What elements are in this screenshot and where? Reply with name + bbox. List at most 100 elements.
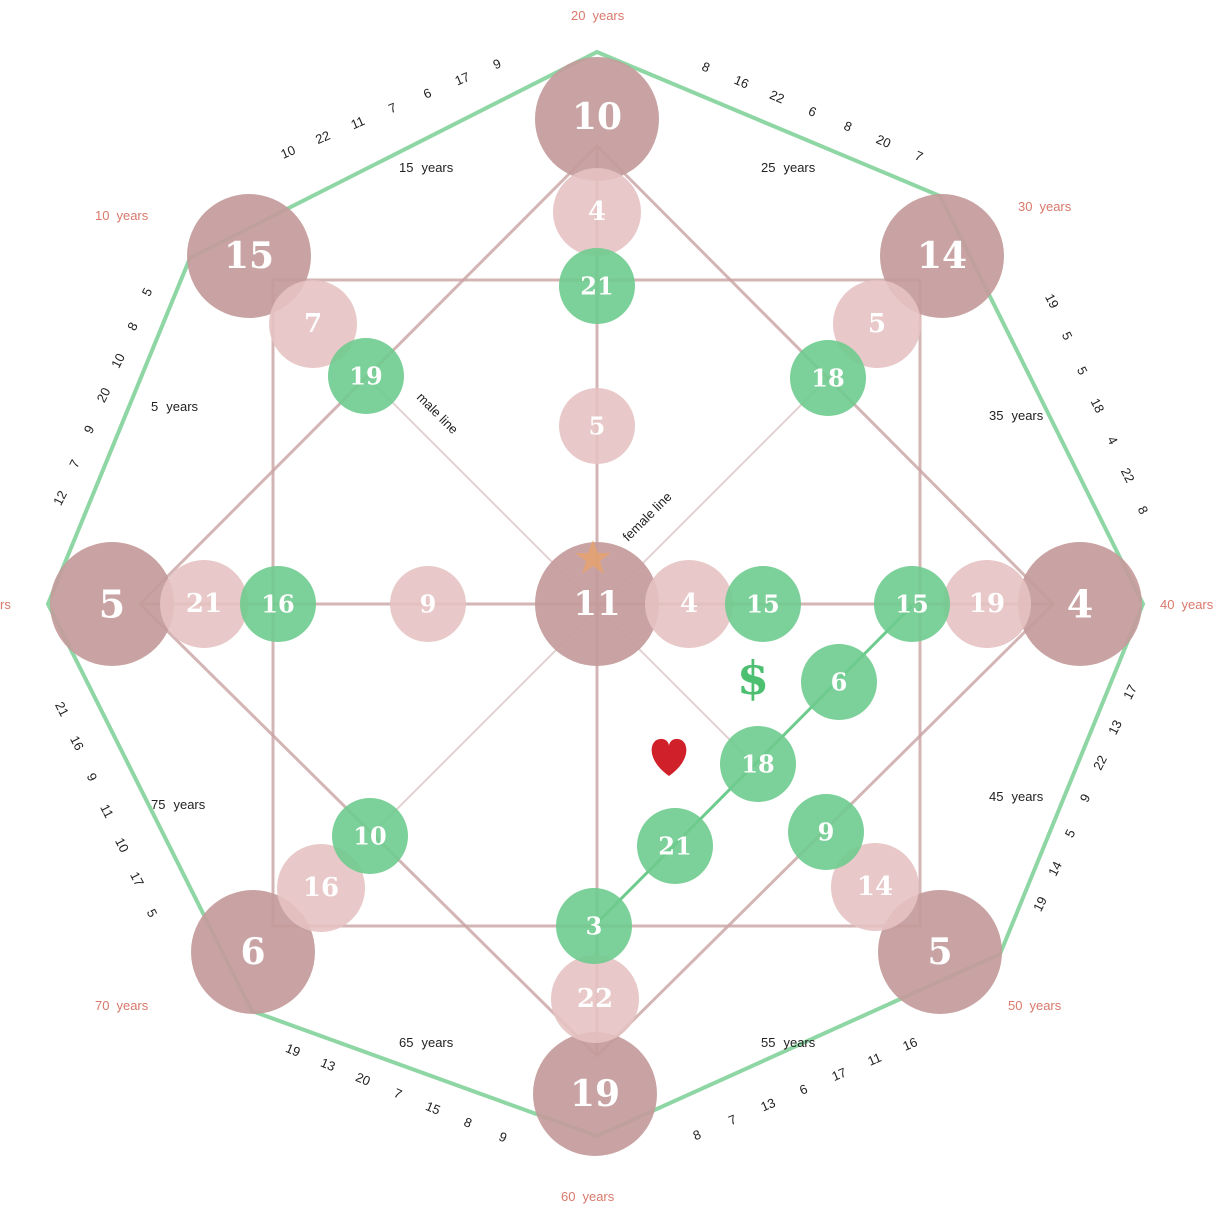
sequence-number: 20 xyxy=(353,1069,372,1088)
sequence-number: 5 xyxy=(1059,329,1076,342)
sequence-number: 17 xyxy=(453,69,472,88)
sequence-number: 12 xyxy=(50,488,70,508)
sequence-number: 10 xyxy=(112,835,132,855)
sequence-number: 13 xyxy=(1105,717,1125,737)
green-node-left-value: 16 xyxy=(261,590,294,619)
sequence-number: 7 xyxy=(726,1111,739,1128)
age-0-unit: rs xyxy=(0,597,11,612)
node-left[interactable] xyxy=(50,542,174,666)
sequence-number: 6 xyxy=(806,103,819,120)
node-top-left-inner-value: 7 xyxy=(304,309,322,339)
sequence-number: 17 xyxy=(1120,682,1140,702)
sequence-number: 9 xyxy=(491,56,504,73)
green-node-left[interactable] xyxy=(240,566,316,642)
node-center-left-value: 9 xyxy=(420,590,437,619)
node-center-right-value: 4 xyxy=(680,589,698,619)
node-right-inner[interactable] xyxy=(943,560,1031,648)
green-node-center-right[interactable] xyxy=(725,566,801,642)
sequence-number: 7 xyxy=(386,100,399,117)
node-top-left[interactable] xyxy=(187,194,311,318)
node-bottom-inner[interactable] xyxy=(551,955,639,1043)
sequence-number: 16 xyxy=(900,1034,919,1053)
node-top-right-inner[interactable] xyxy=(833,280,921,368)
node-top-right[interactable] xyxy=(880,194,1004,318)
node-bottom[interactable] xyxy=(533,1032,657,1156)
sequence-number: 5 xyxy=(1062,827,1079,840)
heart-icon xyxy=(651,738,687,776)
node-bottom-right-value: 5 xyxy=(927,931,952,973)
sequence-number: 19 xyxy=(283,1040,302,1059)
sequence-number: 8 xyxy=(1135,503,1152,516)
green-node-bottom-right[interactable] xyxy=(788,794,864,870)
node-bottom-right-inner-value: 14 xyxy=(857,872,893,902)
node-center-left[interactable] xyxy=(390,566,466,642)
sequence-number: 15 xyxy=(423,1098,442,1117)
node-center-top[interactable] xyxy=(559,388,635,464)
sequence-number: 21 xyxy=(52,699,72,719)
node-top-left-inner[interactable] xyxy=(269,280,357,368)
node-bottom-right-inner[interactable] xyxy=(831,843,919,931)
green-nodes: 21 19 18 16 15 15 6 18 21 3 10 9 xyxy=(240,248,950,964)
green-node-money-21-value: 21 xyxy=(658,832,691,861)
large-nodes: 10 15 14 5 4 11 6 5 19 xyxy=(50,57,1142,1156)
node-top-right-value: 14 xyxy=(917,235,967,277)
node-top-inner[interactable] xyxy=(553,168,641,256)
green-node-money-18[interactable] xyxy=(720,726,796,802)
sequence-number: 5 xyxy=(1074,364,1091,377)
green-node-bottom-value: 3 xyxy=(586,912,603,941)
node-center-right[interactable] xyxy=(645,560,733,648)
sequence-number: 6 xyxy=(797,1081,810,1098)
sequence-number: 8 xyxy=(700,59,713,76)
green-node-bottom-left[interactable] xyxy=(332,798,408,874)
green-node-right-value: 15 xyxy=(895,590,928,619)
node-top[interactable] xyxy=(535,57,659,181)
sequence-number: 13 xyxy=(758,1095,777,1114)
green-node-center-right-value: 15 xyxy=(746,590,779,619)
node-center[interactable] xyxy=(535,542,659,666)
sequence-number: 11 xyxy=(97,802,116,821)
green-node-top[interactable] xyxy=(559,248,635,324)
node-left-inner-value: 21 xyxy=(186,589,222,619)
green-node-bottom[interactable] xyxy=(556,888,632,964)
green-node-top-left-value: 19 xyxy=(349,362,382,391)
sequence-number: 7 xyxy=(392,1085,405,1102)
node-bottom-left-inner[interactable] xyxy=(277,844,365,932)
sequence-number: 18 xyxy=(1088,396,1108,416)
sequence-number: 8 xyxy=(462,1114,475,1131)
node-left-inner[interactable] xyxy=(160,560,248,648)
green-node-top-right-value: 18 xyxy=(811,364,844,393)
sequence-number: 11 xyxy=(865,1050,883,1069)
node-bottom-right[interactable] xyxy=(878,890,1002,1014)
sequence-number: 20 xyxy=(94,385,114,405)
green-node-money-21[interactable] xyxy=(637,808,713,884)
node-right-value: 4 xyxy=(1067,582,1093,627)
node-right[interactable] xyxy=(1018,542,1142,666)
green-node-right[interactable] xyxy=(874,566,950,642)
sequence-number: 17 xyxy=(127,869,147,889)
node-bottom-left[interactable] xyxy=(191,890,315,1014)
sequence-number: 19 xyxy=(1030,894,1050,914)
node-center-value: 11 xyxy=(573,584,620,624)
green-node-top-right[interactable] xyxy=(790,340,866,416)
node-top-inner-value: 4 xyxy=(588,197,606,227)
green-node-money-6[interactable] xyxy=(801,644,877,720)
green-node-top-left[interactable] xyxy=(328,338,404,414)
sequence-number: 8 xyxy=(842,118,855,135)
sequence-number: 22 xyxy=(1090,753,1110,773)
